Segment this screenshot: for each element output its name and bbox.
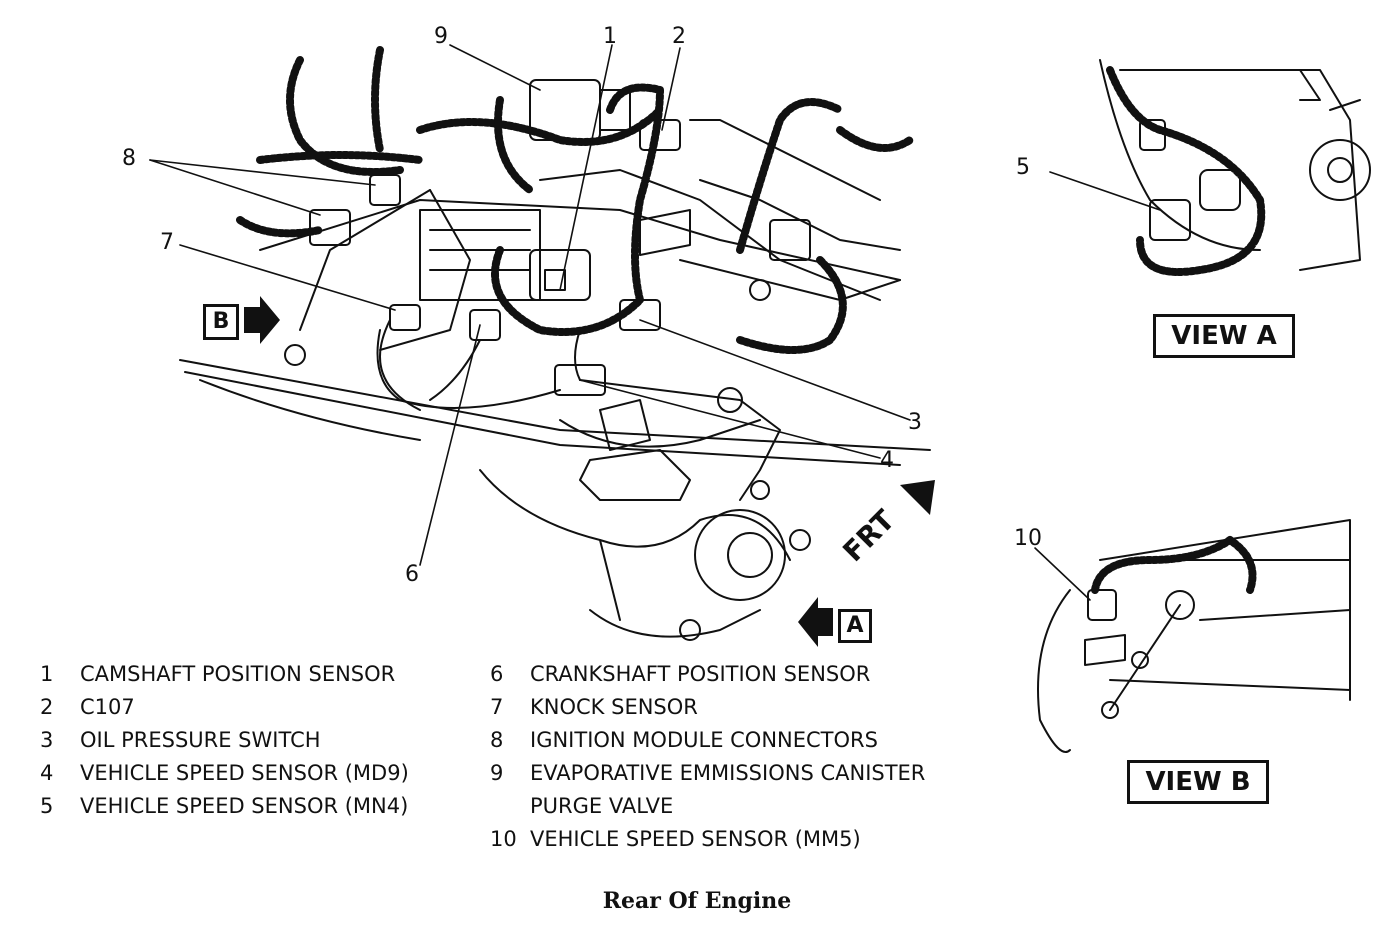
legend-item: 2 C107: [40, 691, 409, 724]
legend-label: PURGE VALVE: [530, 794, 674, 818]
callout-4: 4: [880, 448, 894, 473]
legend-number: 6: [490, 662, 504, 686]
legend-item: 8 IGNITION MODULE CONNECTORS: [490, 724, 925, 757]
legend-number: 8: [490, 728, 504, 752]
ignition-module-body: [309, 174, 541, 301]
callout-1: 1: [603, 24, 617, 49]
legend-item: 3 OIL PRESSURE SWITCH: [40, 724, 409, 757]
crankshaft-sensor-body: [579, 399, 691, 501]
callout-7: 7: [160, 230, 174, 255]
callout-10: 10: [1014, 526, 1042, 551]
legend-number: 10: [490, 827, 517, 851]
view-a-detail: [1099, 59, 1371, 276]
legend-number: 5: [40, 794, 54, 818]
legend-item: 5 VEHICLE SPEED SENSOR (MN4): [40, 790, 409, 823]
figure-caption: Rear Of Engine: [602, 888, 792, 914]
legend-label: EVAPORATIVE EMMISSIONS CANISTER: [530, 761, 926, 785]
legend-label: CRANKSHAFT POSITION SENSOR: [530, 662, 871, 686]
leader-lines: [149, 44, 1161, 601]
legend-number: 2: [40, 695, 54, 719]
legend-number: 7: [490, 695, 504, 719]
callout-5: 5: [1016, 155, 1030, 180]
wiring-harness: [236, 46, 914, 354]
direction-arrow-b: [244, 296, 280, 344]
view-a-title: VIEW A: [1153, 314, 1295, 358]
view-a-arrow-label: A: [838, 609, 872, 643]
legend-number: 9: [490, 761, 504, 785]
legend-label: KNOCK SENSOR: [530, 695, 698, 719]
legend-label: VEHICLE SPEED SENSOR (MN4): [80, 794, 409, 818]
callout-6: 6: [405, 562, 419, 587]
thin-wires: [376, 119, 901, 501]
legend-number: 3: [40, 728, 54, 752]
engine-block-outline: [179, 169, 931, 641]
legend-label: CAMSHAFT POSITION SENSOR: [80, 662, 396, 686]
legend-label: VEHICLE SPEED SENSOR (MM5): [530, 827, 861, 851]
legend-item: 4 VEHICLE SPEED SENSOR (MD9): [40, 757, 409, 790]
connector-c107-body: [639, 119, 811, 261]
legend-label: OIL PRESSURE SWITCH: [80, 728, 321, 752]
legend-item: 10 VEHICLE SPEED SENSOR (MM5): [490, 823, 925, 856]
legend-item: PURGE VALVE: [490, 790, 925, 823]
legend-item: 9 EVAPORATIVE EMMISSIONS CANISTER: [490, 757, 925, 790]
legend-label: IGNITION MODULE CONNECTORS: [530, 728, 878, 752]
callout-8: 8: [122, 146, 136, 171]
legend-left: 1 CAMSHAFT POSITION SENSOR 2 C107 3 OIL PRE…: [40, 658, 409, 823]
legend-number: [490, 790, 530, 823]
legend-number: 1: [40, 662, 54, 686]
knock-sensor-body: [389, 304, 606, 396]
legend-label: C107: [80, 695, 135, 719]
camshaft-sensor-body: [529, 249, 591, 301]
view-b-title: VIEW B: [1127, 760, 1269, 804]
legend-label: VEHICLE SPEED SENSOR (MD9): [80, 761, 409, 785]
direction-arrow-a: [798, 597, 833, 647]
callout-9: 9: [434, 24, 448, 49]
legend-right: 6 CRANKSHAFT POSITION SENSOR 7 KNOCK SENSO…: [490, 658, 925, 856]
view-b-detail: [1037, 519, 1351, 753]
legend-item: 6 CRANKSHAFT POSITION SENSOR: [490, 658, 925, 691]
callout-3: 3: [908, 410, 922, 435]
legend-number: 4: [40, 761, 54, 785]
callout-2: 2: [672, 24, 686, 49]
view-b-arrow-label: B: [203, 304, 239, 340]
front-arrow: [900, 480, 935, 515]
legend-item: 7 KNOCK SENSOR: [490, 691, 925, 724]
legend-item: 1 CAMSHAFT POSITION SENSOR: [40, 658, 409, 691]
